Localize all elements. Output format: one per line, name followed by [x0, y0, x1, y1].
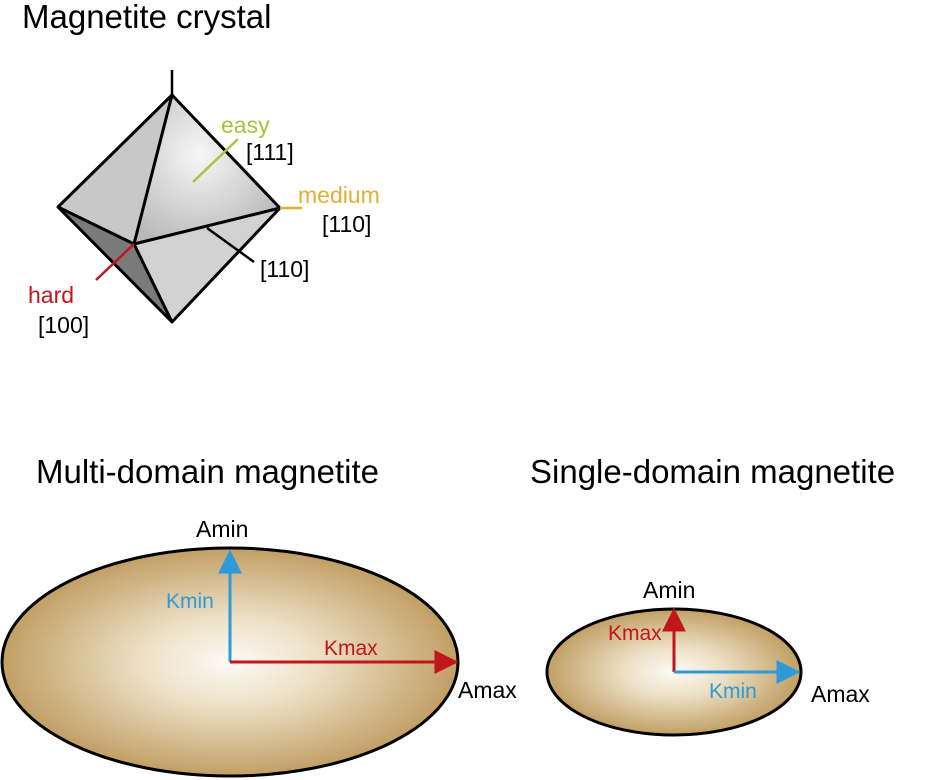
octahedron-edge-left-center — [57, 205, 135, 246]
hard-index: [100] — [38, 312, 89, 338]
medium-lower-index: [110] — [260, 256, 309, 282]
easy-index: [111] — [246, 139, 294, 165]
multi-domain-title: Multi-domain magnetite — [36, 453, 379, 490]
multi-amin-label: Amin — [196, 516, 248, 542]
single-amin-label: Amin — [643, 577, 695, 603]
single-kmin-label: Kmin — [709, 680, 757, 703]
single-domain-title: Single-domain magnetite — [530, 453, 895, 490]
multi-kmax-label: Kmax — [324, 637, 378, 660]
medium-label: medium — [298, 182, 380, 208]
octahedron-edge-top-center — [132, 94, 174, 245]
multi-kmin-label: Kmin — [166, 590, 214, 613]
octahedron — [56, 70, 282, 324]
hard-label: hard — [28, 282, 74, 308]
single-amax-label: Amax — [811, 681, 870, 707]
hard-axis-line — [95, 243, 135, 281]
multi-amax-label: Amax — [458, 677, 517, 703]
octahedron-edge-center-right — [133, 206, 281, 246]
octahedron-edge-center-bottom — [132, 243, 174, 323]
easy-axis-line — [192, 138, 239, 183]
medium-index: [110] — [322, 211, 371, 237]
medium-lower-pointer-line — [206, 226, 255, 264]
crystal-title: Magnetite crystal — [22, 0, 271, 35]
easy-label: easy — [221, 112, 270, 138]
single-kmax-label: Kmax — [608, 622, 662, 645]
